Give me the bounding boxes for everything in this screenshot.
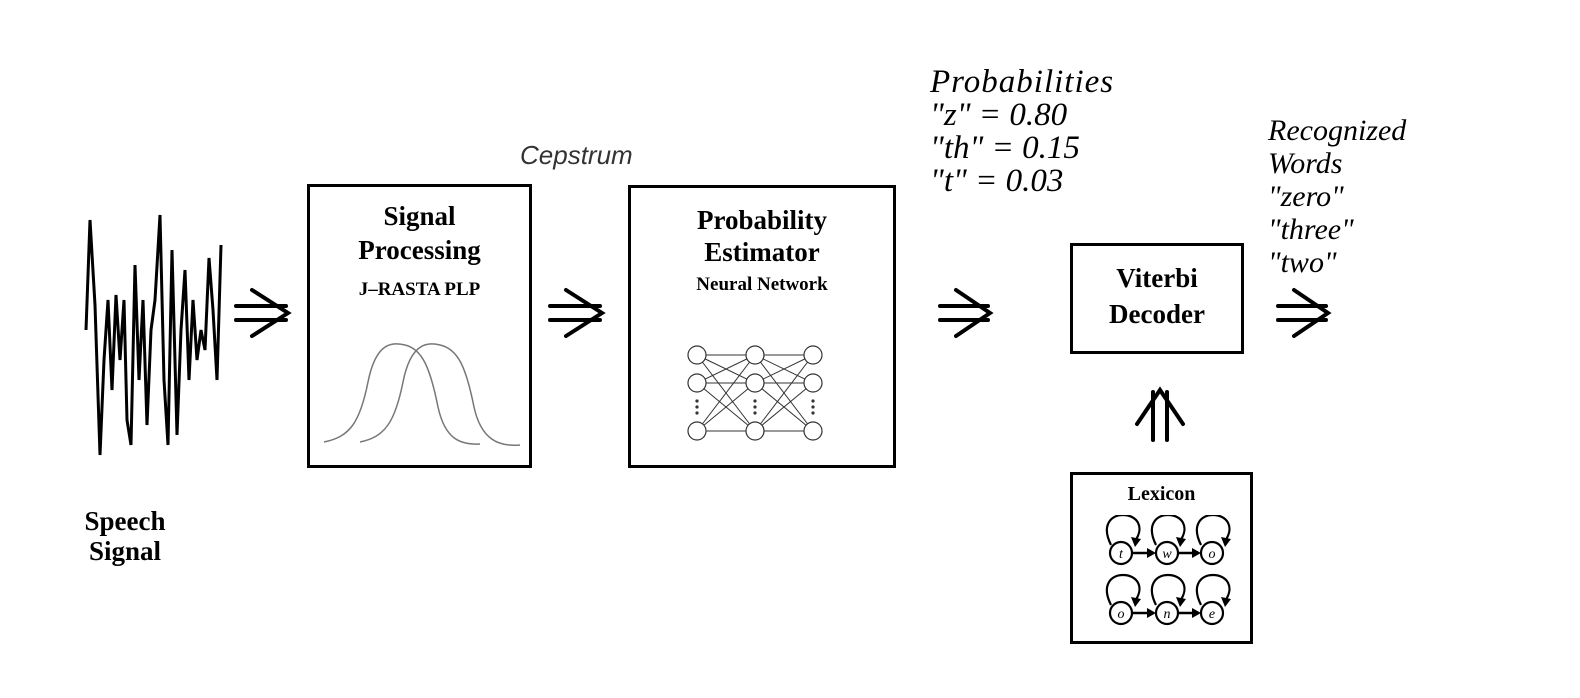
probability-estimator-subtitle: Neural Network <box>696 274 828 295</box>
lexicon-state-letter: w <box>1162 547 1172 562</box>
recognized-word: "three" <box>1268 213 1354 246</box>
probability-estimator-title-line2: Estimator <box>704 237 820 267</box>
arrow-to-viterbi <box>938 288 994 338</box>
lexicon-state-letter: e <box>1209 607 1215 622</box>
arrow-lexicon-to-viterbi <box>1135 386 1185 442</box>
probability-estimator-box: Probability Estimator Neural Network <box>628 185 896 468</box>
lexicon-box: Lexicon <box>1070 472 1253 644</box>
recognized-word: "zero" <box>1268 180 1344 213</box>
arrow-output <box>1276 288 1332 338</box>
signal-processing-title-line2: Processing <box>358 235 481 265</box>
probability-item: "th" = 0.15 <box>930 130 1080 166</box>
neural-network-icon <box>687 345 823 441</box>
viterbi-decoder-box: Viterbi Decoder <box>1070 243 1244 354</box>
recognized-words-block: Recognized Words "zero" "three" "two" <box>1268 114 1406 279</box>
signal-processing-title: Signal Processing <box>310 199 529 267</box>
filter-curves-icon <box>323 343 521 447</box>
lexicon-state-letter: n <box>1164 607 1171 622</box>
speech-signal-label-line1: Speech <box>84 506 166 536</box>
arrow-to-probability-estimator <box>548 288 606 338</box>
lexicon-title: Lexicon <box>1127 483 1196 505</box>
signal-processing-title-line1: Signal <box>383 201 456 231</box>
recognized-words-title-line1: Recognized <box>1268 114 1407 147</box>
cepstrum-label: Cepstrum <box>520 140 633 170</box>
viterbi-decoder-title: Viterbi Decoder <box>1073 260 1241 332</box>
recognized-word: "two" <box>1268 246 1337 279</box>
viterbi-decoder-title-line2: Decoder <box>1109 299 1205 329</box>
lexicon-state-letter: t <box>1119 547 1124 562</box>
probabilities-block: Probabilities "z" = 0.80 "th" = 0.15 "t"… <box>930 66 1114 198</box>
speech-signal-label: Speech Signal <box>70 506 180 566</box>
lexicon-state-letter: o <box>1118 607 1125 622</box>
lexicon-state-graph-icon: t w o o n e <box>1105 515 1231 626</box>
arrow-to-signal-processing <box>234 288 292 338</box>
recognized-words-title-line2: Words <box>1268 147 1343 180</box>
probability-estimator-title: Probability Estimator <box>631 204 893 268</box>
speech-signal-label-line2: Signal <box>88 536 162 566</box>
probabilities-title: Probabilities <box>930 64 1115 100</box>
speech-waveform <box>84 214 223 456</box>
signal-processing-box: Signal Processing J–RASTA PLP <box>307 184 532 468</box>
viterbi-decoder-title-line1: Viterbi <box>1116 263 1198 293</box>
signal-processing-subtitle: J–RASTA PLP <box>358 279 481 300</box>
probability-item: "t" = 0.03 <box>930 163 1064 199</box>
probability-estimator-title-line1: Probability <box>696 205 828 235</box>
probability-item: "z" = 0.80 <box>930 97 1068 133</box>
lexicon-state-letter: o <box>1209 547 1216 562</box>
